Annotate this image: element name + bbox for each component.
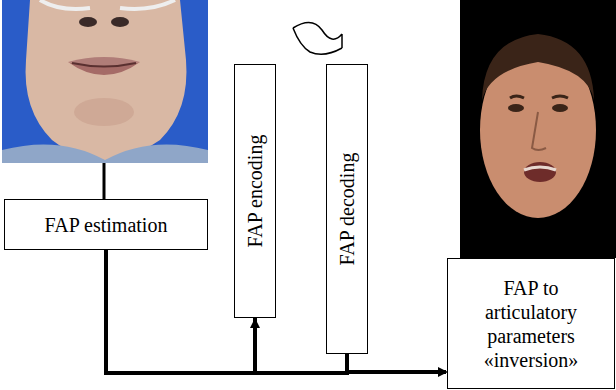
box-label: FAP decoding <box>335 153 359 266</box>
speaker-photo <box>2 0 208 163</box>
box-label: FAP to articulatory parameters «inversio… <box>469 276 593 372</box>
photo-wire <box>103 163 106 199</box>
estimation-box: FAP estimation <box>4 199 208 250</box>
flow-arrow <box>106 250 255 373</box>
encoding-box: FAP encoding <box>234 64 276 318</box>
inversion-box: FAP to articulatory parameters «inversio… <box>447 258 615 389</box>
box-label: FAP estimation <box>8 213 204 237</box>
flow-arrow <box>347 354 446 372</box>
face-wire <box>539 218 542 258</box>
decoding-box: FAP decoding <box>326 64 368 354</box>
synthetic-face <box>460 0 616 258</box>
channel-symbol <box>293 22 342 54</box>
box-label: FAP encoding <box>243 135 267 248</box>
